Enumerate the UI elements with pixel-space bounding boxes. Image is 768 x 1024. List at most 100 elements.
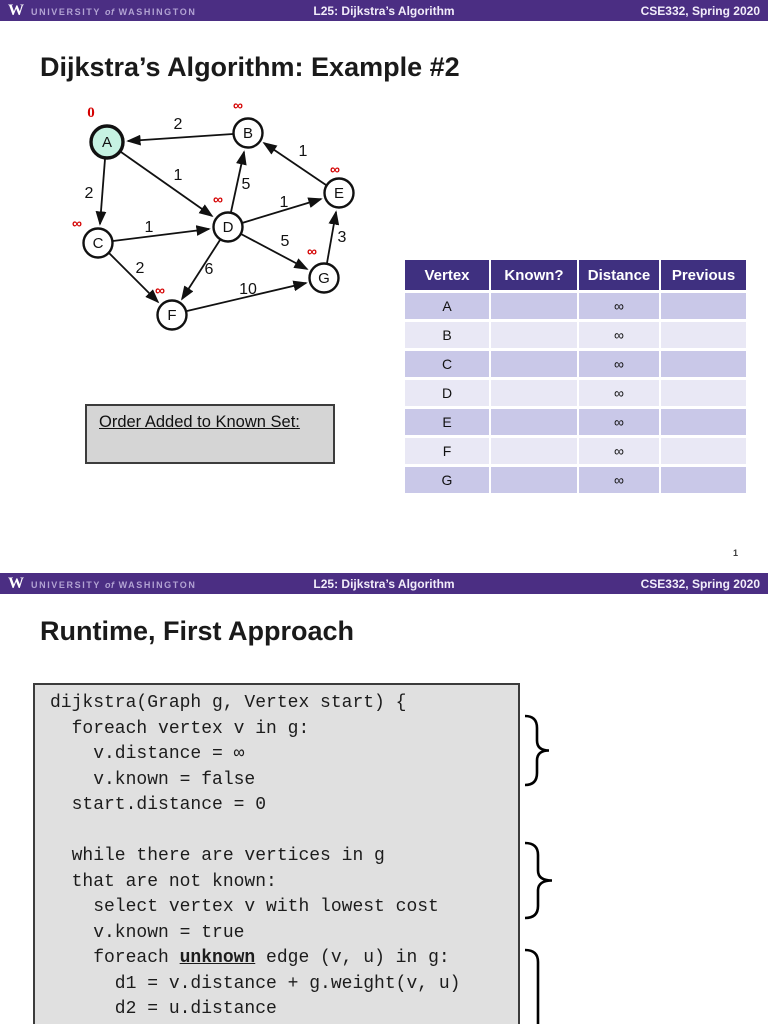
table-header-row: Vertex Known? Distance Previous xyxy=(405,260,746,290)
edge-weight: 2 xyxy=(174,116,183,133)
code-text: d1 = v.distance + g.weight(v, u) xyxy=(50,973,461,994)
code-line: d1 = v.distance + g.weight(v, u) xyxy=(50,972,518,998)
node-letter: E xyxy=(334,185,344,202)
cell-previous xyxy=(661,322,746,348)
code-line: d2 = u.distance xyxy=(50,997,518,1023)
slide2-title: Runtime, First Approach xyxy=(40,616,355,646)
header-bar-slide1: W UNIVERSITY of WASHINGTON L25: Dijkstra… xyxy=(0,0,768,21)
graph-node-e xyxy=(323,177,355,209)
cell-known xyxy=(491,438,577,464)
cell-vertex: G xyxy=(405,467,489,493)
code-text: select vertex v with lowest cost xyxy=(50,897,439,917)
col-header-known: Known? xyxy=(491,260,577,290)
uw-wordmark: UNIVERSITY of WASHINGTON xyxy=(31,7,196,17)
edge-weight: 1 xyxy=(145,219,154,236)
code-line: foreach unknown edge (v, u) in g: xyxy=(50,946,518,972)
course-label: CSE332, Spring 2020 xyxy=(640,576,760,591)
distance-label-e: ∞ xyxy=(330,161,340,177)
distance-label-c: ∞ xyxy=(72,215,82,231)
cell-distance: ∞ xyxy=(579,467,659,493)
node-letter: G xyxy=(318,270,330,287)
code-text: while there are vertices in g xyxy=(50,846,385,866)
graph-node-b xyxy=(232,117,264,149)
code-text: dijkstra(Graph g, Vertex start) { xyxy=(50,693,407,713)
cell-distance: ∞ xyxy=(579,380,659,406)
cell-vertex: B xyxy=(405,322,489,348)
wordmark-of: of xyxy=(104,6,115,17)
edge-weight: 10 xyxy=(239,281,257,298)
edge-weight: 1 xyxy=(280,194,289,211)
cell-known xyxy=(491,409,577,435)
graph-edge-d-g xyxy=(240,233,309,270)
cell-vertex: A xyxy=(405,293,489,319)
brace-init-loop xyxy=(524,714,550,787)
node-letter: D xyxy=(223,219,234,236)
code-text: v.distance = ∞ xyxy=(50,744,245,764)
code-line: v.known = false xyxy=(50,768,518,794)
table-row: E ∞ xyxy=(405,409,746,435)
table-row: C ∞ xyxy=(405,351,746,377)
uw-logo-group: W UNIVERSITY of WASHINGTON xyxy=(8,2,196,19)
wordmark-university: UNIVERSITY xyxy=(31,579,101,590)
wordmark-washington: WASHINGTON xyxy=(118,6,197,17)
graph-edge-c-d xyxy=(112,225,211,242)
graph-edge-d-f xyxy=(181,239,221,301)
table-row: G ∞ xyxy=(405,467,746,493)
distance-label-a: 0 xyxy=(87,105,95,121)
edge-weight: 1 xyxy=(299,143,308,160)
cell-distance: ∞ xyxy=(579,322,659,348)
brace-foreach-edges xyxy=(524,948,540,1024)
cell-known xyxy=(491,380,577,406)
distance-label-d: ∞ xyxy=(213,191,223,207)
graph-edge-d-e xyxy=(241,197,323,224)
brace-while-loop xyxy=(524,841,553,920)
code-line: that are not known: xyxy=(50,870,518,896)
graph-node-d xyxy=(212,211,244,243)
graph-edge-b-a xyxy=(126,133,234,146)
code-text: v.known = true xyxy=(50,922,245,943)
slide1-title: Dijkstra’s Algorithm: Example #2 xyxy=(40,52,460,82)
table-row: A ∞ xyxy=(405,293,746,319)
uw-w-logo-icon: W xyxy=(8,574,24,592)
graph-node-a xyxy=(89,124,125,160)
dijkstra-table: Vertex Known? Distance Previous A ∞ B ∞ … xyxy=(403,257,748,496)
edge-weight: 1 xyxy=(174,167,183,184)
cell-distance: ∞ xyxy=(579,293,659,319)
code-line: v.distance = ∞ xyxy=(50,742,518,768)
cell-known xyxy=(491,351,577,377)
code-keyword-unknown: unknown xyxy=(179,948,256,968)
distance-label-f: ∞ xyxy=(155,282,165,298)
code-line xyxy=(50,819,518,845)
course-label: CSE332, Spring 2020 xyxy=(640,3,760,18)
wordmark-washington: WASHINGTON xyxy=(118,579,197,590)
code-text: foreach vertex v in g: xyxy=(50,718,310,739)
cell-previous xyxy=(661,351,746,377)
cell-previous xyxy=(661,438,746,464)
code-line: select vertex v with lowest cost xyxy=(50,895,518,921)
cell-previous xyxy=(661,467,746,493)
wordmark-university: UNIVERSITY xyxy=(31,6,101,17)
cell-vertex: E xyxy=(405,409,489,435)
graph-edge-a-c xyxy=(95,158,107,226)
order-added-box: Order Added to Known Set: xyxy=(85,404,335,464)
node-letter: A xyxy=(102,134,112,151)
uw-logo-group: W UNIVERSITY of WASHINGTON xyxy=(8,574,197,592)
code-group-braces xyxy=(524,714,553,1024)
table-row: D ∞ xyxy=(405,380,746,406)
pseudocode-block: dijkstra(Graph g, Vertex start) { foreac… xyxy=(33,683,520,1024)
header-bar-slide2: W UNIVERSITY of WASHINGTON L25: Dijkstra… xyxy=(0,573,768,594)
col-header-distance: Distance xyxy=(579,260,659,290)
edge-weight: 2 xyxy=(85,185,94,202)
code-line: v.known = true xyxy=(50,921,518,947)
page-number: 1 xyxy=(733,548,739,558)
code-text: v.known = false xyxy=(50,769,256,790)
wordmark-of: of xyxy=(104,579,115,590)
graph-node-g xyxy=(308,262,340,294)
cell-known xyxy=(491,467,577,493)
col-header-previous: Previous xyxy=(661,260,746,290)
code-line: foreach vertex v in g: xyxy=(50,717,518,743)
graph-edge-g-e xyxy=(326,210,340,264)
cell-vertex: F xyxy=(405,438,489,464)
cell-previous xyxy=(661,409,746,435)
graph-edge-f-g xyxy=(186,280,308,312)
